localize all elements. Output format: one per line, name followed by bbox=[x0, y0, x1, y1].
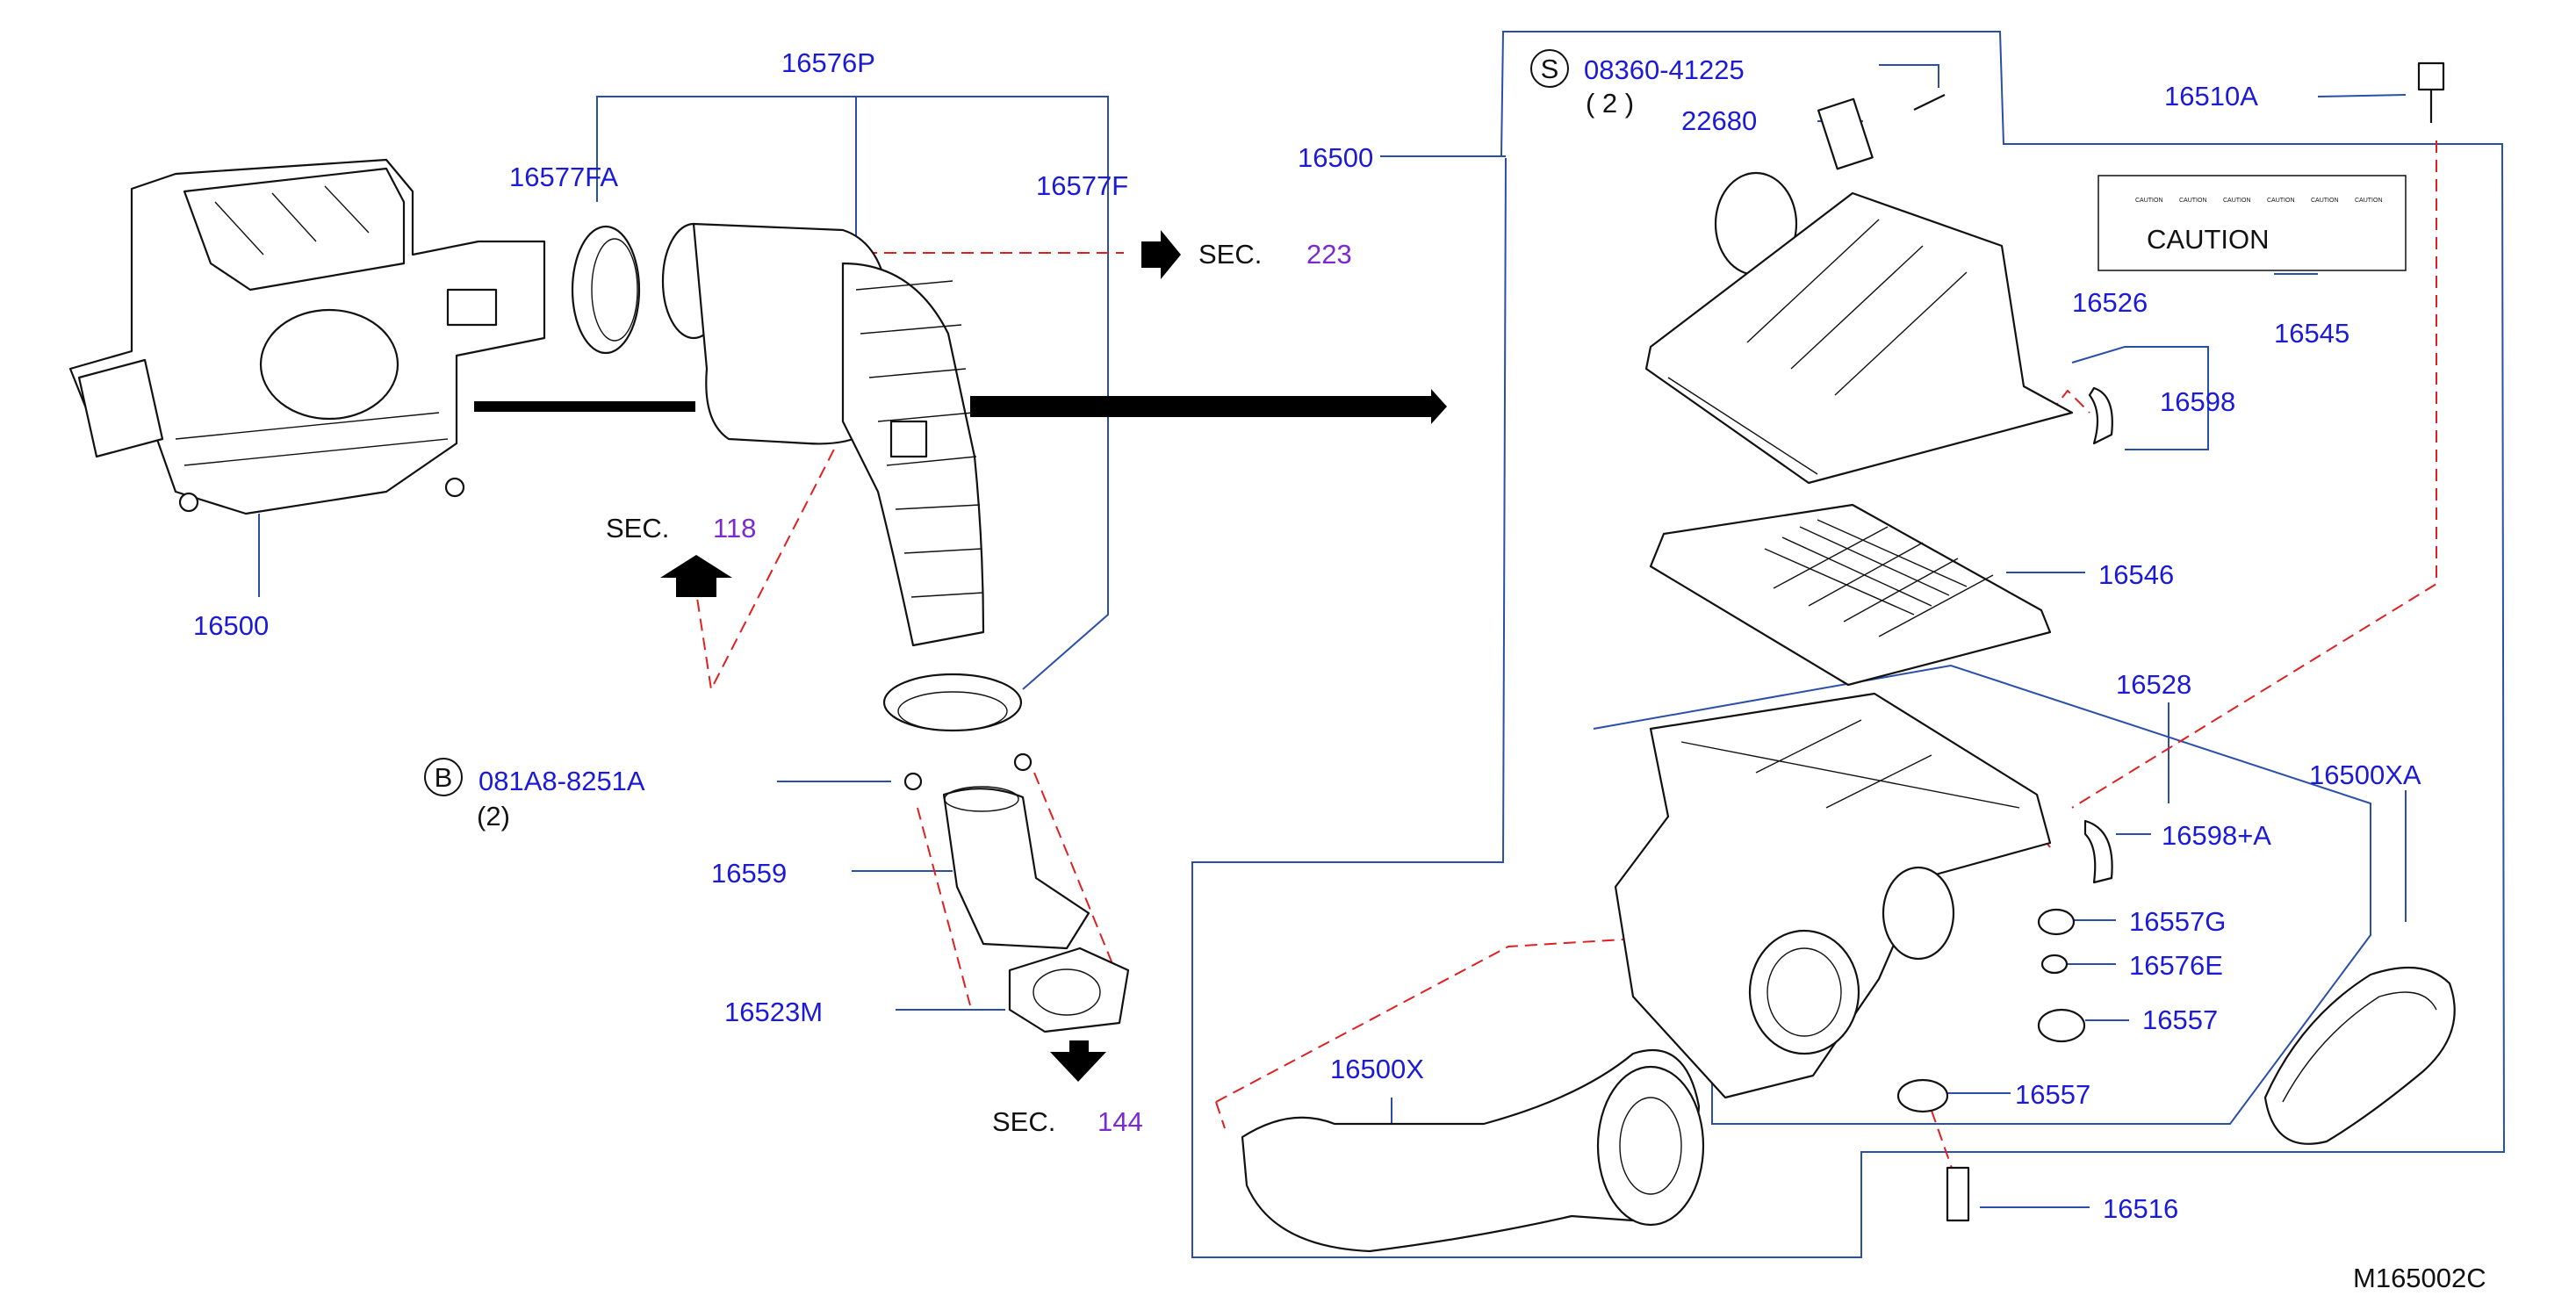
label-16557G: 16557G bbox=[2129, 906, 2226, 937]
sec-number-223: 223 bbox=[1306, 239, 1352, 270]
b-symbol-text: B bbox=[435, 762, 453, 793]
label-16545: 16545 bbox=[2274, 318, 2349, 349]
label-08360-41225: 08360-41225 bbox=[1584, 54, 1745, 85]
label-16576P: 16576P bbox=[781, 47, 875, 78]
caution-small-text: CAUTION bbox=[2135, 198, 2163, 204]
label-22680: 22680 bbox=[1681, 105, 1757, 136]
label-16516: 16516 bbox=[2103, 1193, 2178, 1224]
sec-label-223: SEC. bbox=[1198, 239, 1262, 270]
bolts-081A8 bbox=[903, 752, 1033, 791]
label-081A8-qty: (2) bbox=[477, 801, 510, 831]
caution-label-16545: CAUTION CAUTION CAUTION CAUTION CAUTION … bbox=[2097, 175, 2407, 271]
label-16500-left: 16500 bbox=[193, 610, 269, 641]
flow-arrows bbox=[474, 230, 1447, 1082]
clip-16598A bbox=[2083, 819, 2113, 884]
label-16598A: 16598+A bbox=[2162, 820, 2271, 851]
section-references: SEC. 223 SEC. 118 SEC. 144 bbox=[606, 239, 1352, 1137]
lower-housing-16528 bbox=[1614, 692, 2052, 1099]
arrow-right-icon bbox=[1141, 230, 1181, 279]
label-16577FA: 16577FA bbox=[509, 162, 618, 192]
leader-lines bbox=[258, 31, 2506, 1258]
caution-small-text: CAUTION bbox=[2267, 198, 2295, 204]
gasket-16523M bbox=[1008, 947, 1130, 1033]
sec-label-118: SEC. bbox=[606, 513, 669, 544]
circle-symbols: S B bbox=[424, 49, 1569, 796]
upper-cover-16526 bbox=[1644, 171, 2074, 485]
diagram-code: M165002C bbox=[2353, 1263, 2486, 1293]
label-16598: 16598 bbox=[2160, 386, 2235, 417]
label-08360-qty: ( 2 ) bbox=[1586, 88, 1634, 119]
label-16500X: 16500X bbox=[1330, 1054, 1424, 1084]
intake-duct bbox=[661, 222, 985, 647]
caution-small-text: CAUTION bbox=[2355, 198, 2383, 204]
label-16546: 16546 bbox=[2098, 559, 2174, 590]
label-16557-b: 16557 bbox=[2015, 1079, 2090, 1110]
clamp-16577FA bbox=[571, 225, 641, 355]
duct-16500X bbox=[1241, 1049, 1705, 1253]
label-16576E: 16576E bbox=[2129, 950, 2223, 981]
b-symbol-circle bbox=[424, 758, 463, 796]
arrow-up-icon bbox=[660, 555, 732, 597]
label-16577F: 16577F bbox=[1036, 170, 1128, 201]
clip-16598 bbox=[2088, 386, 2113, 445]
caution-small-text: CAUTION bbox=[2311, 198, 2339, 204]
sensor-22680 bbox=[1817, 94, 1946, 170]
label-16500XA: 16500XA bbox=[2309, 759, 2421, 790]
label-16557-a: 16557 bbox=[2142, 1004, 2218, 1035]
label-16559: 16559 bbox=[711, 858, 787, 889]
adapter-16559 bbox=[942, 786, 1090, 950]
label-081A8-8251A: 081A8-8251A bbox=[479, 766, 645, 796]
mounts bbox=[1896, 908, 2086, 1222]
arrow-down-icon bbox=[1050, 1040, 1106, 1082]
s-symbol-circle bbox=[1530, 49, 1569, 88]
label-16510A: 16510A bbox=[2164, 81, 2258, 112]
clamp-16577F bbox=[882, 673, 1023, 732]
filter-element-16546 bbox=[1649, 503, 2052, 687]
label-16528: 16528 bbox=[2116, 669, 2191, 700]
sec-number-118: 118 bbox=[713, 513, 756, 544]
label-16526: 16526 bbox=[2072, 287, 2148, 318]
sec-label-144: SEC. bbox=[992, 1106, 1055, 1137]
duct-16500XA bbox=[2263, 966, 2456, 1145]
sec-number-144: 144 bbox=[1097, 1106, 1143, 1137]
label-16500-top: 16500 bbox=[1298, 142, 1373, 173]
air-cleaner-assembly-left bbox=[68, 158, 546, 515]
bolt-16510A bbox=[2417, 61, 2445, 123]
s-symbol-text: S bbox=[1541, 54, 1559, 84]
caution-small-text: CAUTION bbox=[2179, 198, 2207, 204]
caution-small-text: CAUTION bbox=[2223, 198, 2251, 204]
label-16523M: 16523M bbox=[724, 997, 823, 1027]
caution-title: CAUTION bbox=[2147, 224, 2270, 255]
part-labels: 16576P 16577FA 16577F 16500 16500 08360-… bbox=[193, 47, 2421, 1224]
